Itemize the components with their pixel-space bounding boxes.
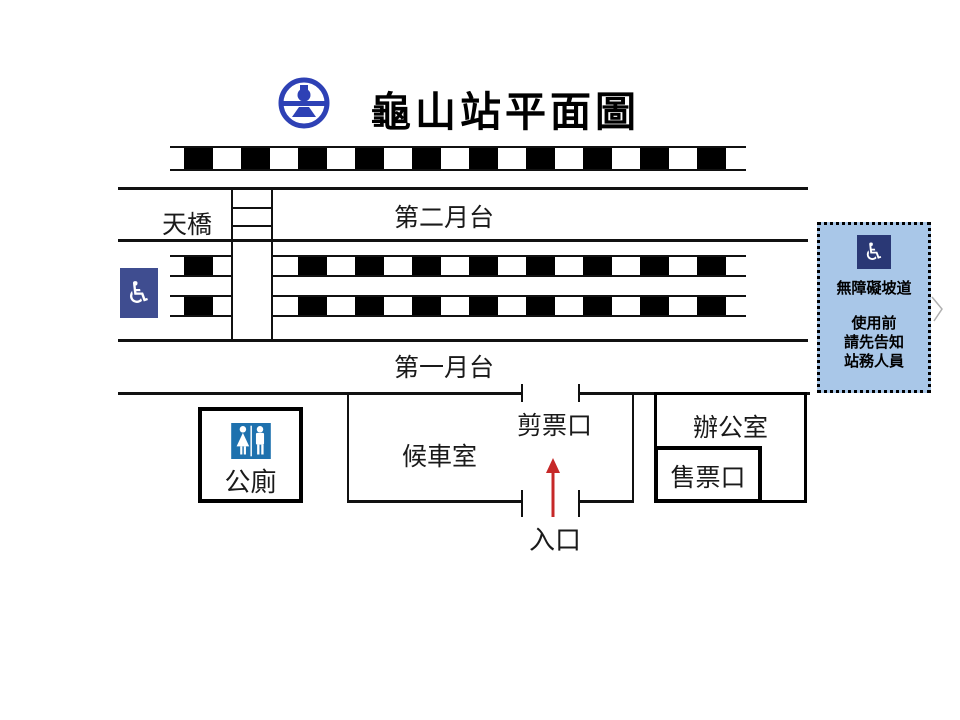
- accessible-ramp-title: 無障礙坡道: [836, 279, 912, 297]
- building-front-wall-left: [118, 392, 523, 395]
- ticket-window-room: [654, 446, 762, 503]
- ticket-gate-post-right: [578, 384, 580, 402]
- waiting-room-bottom-wall-left: [347, 500, 523, 503]
- wheelchair-glyph: ♿: [863, 238, 885, 266]
- ticket-window-label: 售票口: [670, 463, 746, 492]
- railway-track-2: [170, 255, 746, 277]
- restroom-icon: [230, 423, 271, 459]
- footbridge-stairs: [231, 187, 273, 342]
- stair-step: [233, 207, 271, 209]
- ticket-gate-post-left: [521, 384, 523, 402]
- railway-track-1: [170, 295, 746, 317]
- wheelchair-glyph: ♿: [125, 275, 153, 311]
- tra-logo-icon: [278, 77, 330, 129]
- waiting-room-left-wall: [347, 392, 349, 503]
- callout-tick-mark: [931, 296, 943, 322]
- platform2-north-edge-line: [118, 187, 808, 190]
- platform1-north-edge-line: [118, 339, 808, 342]
- waiting-room-bottom-wall-right: [578, 500, 634, 503]
- stair-step: [233, 225, 271, 227]
- platform2-south-edge-line: [118, 239, 808, 242]
- railway-track-north: [170, 146, 746, 171]
- footbridge-label: 天橋: [162, 210, 213, 239]
- entrance-arrow-icon: [546, 458, 560, 517]
- waiting-room-right-wall: [632, 392, 634, 503]
- wheelchair-icon: ♿: [120, 268, 158, 318]
- platform2-label: 第二月台: [394, 203, 495, 232]
- wheelchair-icon: ♿: [857, 235, 891, 269]
- public-toilet-label: 公廁: [224, 468, 277, 498]
- info-line-2: 請先告知: [843, 333, 904, 351]
- public-toilet-room: 公廁: [198, 407, 303, 503]
- accessible-ramp-info-box: ♿ 無障礙坡道 使用前 請先告知 站務人員: [817, 222, 931, 393]
- info-line-1: 使用前: [851, 314, 897, 332]
- ticket-gate-label: 剪票口: [517, 411, 593, 440]
- waiting-room-label: 候車室: [402, 442, 478, 471]
- entrance-post-left: [521, 490, 523, 517]
- entrance-label: 入口: [529, 526, 582, 556]
- entrance-post-right: [578, 490, 580, 517]
- page-title: 龜山站平面圖: [370, 88, 640, 136]
- office-label: 辦公室: [692, 413, 768, 442]
- info-line-3: 站務人員: [843, 352, 904, 370]
- platform1-label: 第一月台: [394, 353, 495, 382]
